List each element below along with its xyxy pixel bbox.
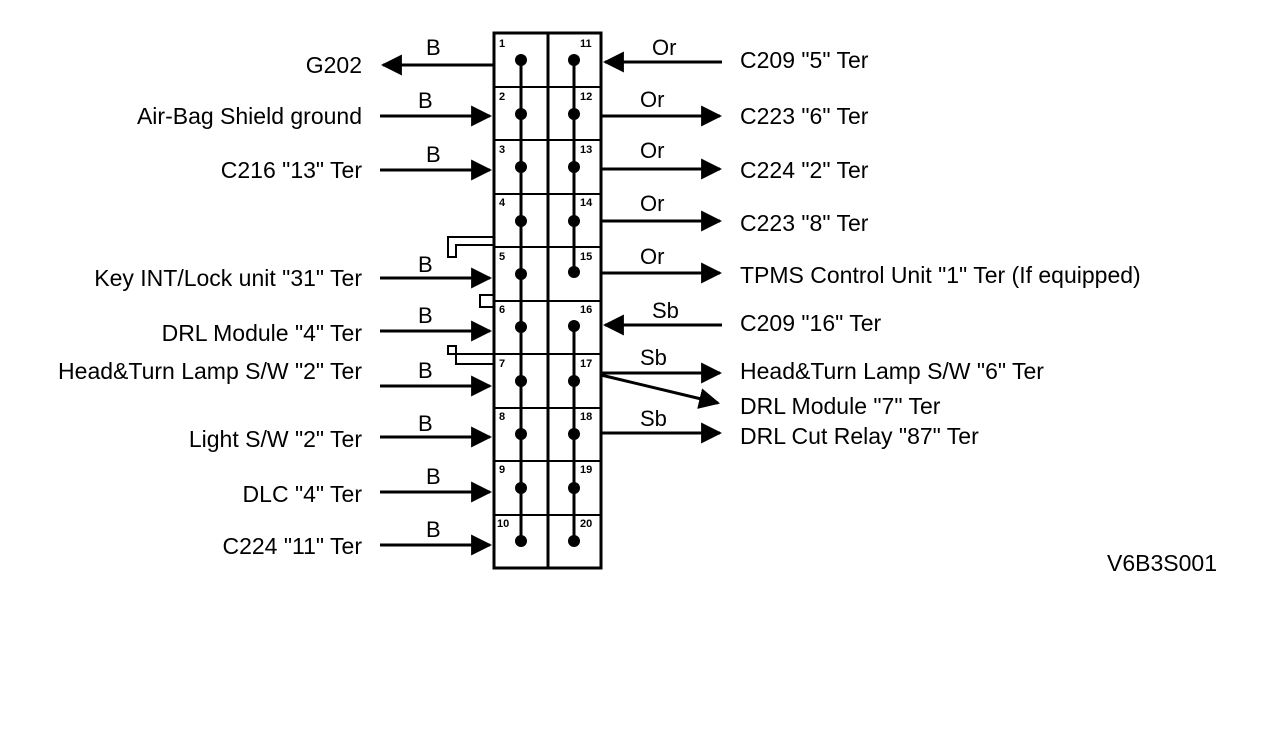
pin-number: 16 [580, 304, 592, 316]
wire-color: B [426, 35, 441, 60]
pin-number: 11 [580, 38, 592, 50]
wire-color: B [426, 517, 441, 542]
terminal-notches [447, 236, 495, 365]
right-circuit-c223-8: Or C223 "8" Ter [601, 191, 869, 236]
circuit-label: C223 "6" Ter [740, 103, 869, 129]
pin-number: 3 [499, 144, 505, 156]
circuit-label: TPMS Control Unit "1" Ter (If equipped) [740, 262, 1141, 288]
pin-number: 1 [499, 38, 505, 50]
circuit-label: C216 "13" Ter [221, 157, 363, 183]
pin-number: 4 [499, 197, 506, 209]
wire-color: Sb [640, 345, 667, 370]
wire-color: Or [652, 35, 676, 60]
pin-number: 19 [580, 464, 592, 476]
pin-number: 6 [499, 304, 505, 316]
left-circuit-g202: B G202 [306, 35, 494, 78]
right-circuit-c224-2: Or C224 "2" Ter [601, 138, 869, 183]
wire-color: B [426, 142, 441, 167]
pin-number: 12 [580, 91, 592, 103]
pin-number: 20 [580, 518, 592, 530]
left-circuit-key-int: B Key INT/Lock unit "31" Ter [94, 252, 493, 291]
circuit-label: C209 "16" Ter [740, 310, 882, 336]
wire-color: Sb [652, 298, 679, 323]
circuit-label: C209 "5" Ter [740, 47, 869, 73]
right-circuit-head-turn-6: Sb Head&Turn Lamp S/W "6" Ter [601, 345, 1044, 384]
right-circuit-c209-16: Sb C209 "16" Ter [602, 298, 882, 336]
wire-color: Sb [640, 406, 667, 431]
circuit-label: DRL Module "4" Ter [162, 320, 363, 346]
pin-number: 10 [497, 518, 509, 530]
circuit-label: Light S/W "2" Ter [189, 426, 362, 452]
wire-color: Or [640, 191, 664, 216]
pin-number: 17 [580, 358, 592, 370]
figure-code: V6B3S001 [1107, 550, 1217, 576]
joint-connector: 1 2 3 4 5 6 7 8 9 10 11 12 13 14 15 16 1… [492, 31, 603, 570]
pin-number: 7 [499, 358, 505, 370]
right-circuit-c209-5: Or C209 "5" Ter [602, 35, 869, 73]
pin-number: 5 [499, 251, 505, 263]
wire-color: Or [640, 87, 664, 112]
right-circuit-drl-cut-relay: Sb DRL Cut Relay "87" Ter [601, 406, 979, 449]
right-circuit-drl-module-7: DRL Module "7" Ter [600, 373, 941, 419]
pin-number: 9 [499, 464, 505, 476]
circuit-label: C223 "8" Ter [740, 210, 869, 236]
circuit-label: Air-Bag Shield ground [137, 103, 362, 129]
right-circuit-c223-6: Or C223 "6" Ter [601, 87, 869, 129]
right-circuit-tpms: Or TPMS Control Unit "1" Ter (If equippe… [601, 244, 1141, 288]
wire-color: B [418, 358, 433, 383]
circuit-label: C224 "11" Ter [222, 533, 362, 559]
wire-color: B [418, 88, 433, 113]
circuit-label: G202 [306, 52, 362, 78]
pin-number: 15 [580, 251, 592, 263]
wire-color: B [418, 411, 433, 436]
internal-bus [515, 54, 580, 547]
left-circuit-c224: B C224 "11" Ter [222, 517, 493, 559]
circuit-label: C224 "2" Ter [740, 157, 869, 183]
circuit-label: Key INT/Lock unit "31" Ter [94, 265, 362, 291]
circuit-label: Head&Turn Lamp S/W "2" Ter [58, 358, 362, 384]
left-circuit-c216: B C216 "13" Ter [221, 142, 493, 183]
pin-number: 13 [580, 144, 592, 156]
left-circuit-light-sw: B Light S/W "2" Ter [189, 411, 493, 452]
pin-number: 8 [499, 411, 505, 423]
circuit-label: DRL Module "7" Ter [740, 393, 941, 419]
pin-number: 18 [580, 411, 592, 423]
wire-color: B [418, 252, 433, 277]
wire-color: B [418, 303, 433, 328]
pin-number: 14 [580, 197, 593, 209]
left-circuit-head-turn: B Head&Turn Lamp S/W "2" Ter [58, 358, 493, 397]
left-circuit-airbag-ground: B Air-Bag Shield ground [137, 88, 493, 129]
left-circuit-dlc: B DLC "4" Ter [243, 464, 493, 507]
wire-color: B [426, 464, 441, 489]
wire-color: Or [640, 138, 664, 163]
pin-number: 2 [499, 91, 505, 103]
circuit-label: DRL Cut Relay "87" Ter [740, 423, 979, 449]
wire-color: Or [640, 244, 664, 269]
left-circuit-drl-module: B DRL Module "4" Ter [162, 303, 493, 346]
circuit-label: DLC "4" Ter [243, 481, 363, 507]
circuit-label: Head&Turn Lamp S/W "6" Ter [740, 358, 1044, 384]
